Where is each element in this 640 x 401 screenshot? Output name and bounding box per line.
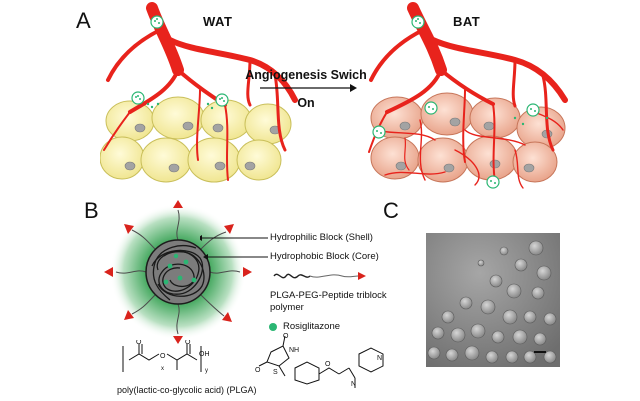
tem-micrograph bbox=[426, 233, 560, 367]
wat-blood-vessels bbox=[103, 2, 298, 181]
legend-polymer-label-1: PLGA-PEG-Peptide triblock bbox=[270, 290, 387, 301]
tem-scale-bar bbox=[534, 351, 546, 353]
nanoparticle-diagram bbox=[104, 200, 252, 344]
rosi-nh-label: NH bbox=[289, 347, 299, 354]
rosi-o-label-2: O bbox=[255, 367, 261, 374]
plga-caption: poly(lactic-co-glycolic acid) (PLGA) bbox=[117, 385, 257, 395]
wat-illustration bbox=[100, 2, 298, 183]
plga-y-label: y bbox=[205, 368, 208, 374]
bat-nanoparticles bbox=[372, 15, 540, 189]
transition-arrow bbox=[260, 84, 357, 92]
plga-o-label-2: O bbox=[136, 340, 142, 346]
tem-particles bbox=[427, 240, 557, 364]
rosi-o-label-3: O bbox=[325, 361, 331, 368]
angiogenesis-switch-label: Angiogenesis Swich bbox=[245, 68, 367, 82]
rosi-n-label-2: N bbox=[377, 355, 382, 362]
rosi-s-label: S bbox=[273, 369, 278, 376]
panel-a-letter: A bbox=[76, 8, 91, 33]
legend-polymer-label-2: polymer bbox=[270, 302, 304, 313]
bat-drug-dots bbox=[376, 18, 549, 184]
legend-core-label: Hydrophobic Block (Core) bbox=[270, 251, 379, 262]
bat-blood-vessels bbox=[368, 2, 568, 189]
panel-b-letter: B bbox=[84, 198, 99, 223]
bat-title: BAT bbox=[453, 14, 481, 29]
wat-nanoparticles bbox=[131, 15, 229, 107]
wat-title: WAT bbox=[203, 14, 233, 29]
rosiglitazone-structure: O O NH S O N N bbox=[255, 333, 384, 388]
plga-o-label-1: O bbox=[160, 353, 166, 360]
bat-illustration bbox=[368, 2, 568, 189]
core-drug-dots bbox=[163, 253, 197, 285]
plga-o-label-3: O bbox=[185, 340, 191, 346]
wat-drug-dots bbox=[135, 18, 225, 110]
legend-shell-label: Hydrophilic Block (Shell) bbox=[270, 232, 373, 243]
plga-oh-label: OH bbox=[199, 351, 210, 358]
panel-c-letter: C bbox=[383, 198, 399, 223]
switch-on-label: On bbox=[297, 96, 315, 110]
legend-pointers bbox=[200, 235, 268, 260]
bat-nuclei bbox=[395, 117, 553, 173]
plga-x-label: x bbox=[161, 366, 164, 372]
plga-structure: O O O OH x y bbox=[122, 340, 210, 374]
triblock-polymer-icon bbox=[273, 272, 366, 280]
rosi-n-label-1: N bbox=[351, 381, 356, 388]
rosiglitazone-dot-icon bbox=[269, 323, 277, 331]
peg-chains bbox=[115, 209, 241, 335]
wat-nuclei bbox=[124, 121, 281, 173]
peptide-markers bbox=[104, 200, 252, 344]
legend-drug-label: Rosiglitazone bbox=[283, 321, 341, 332]
rosi-o-label-1: O bbox=[283, 333, 289, 340]
